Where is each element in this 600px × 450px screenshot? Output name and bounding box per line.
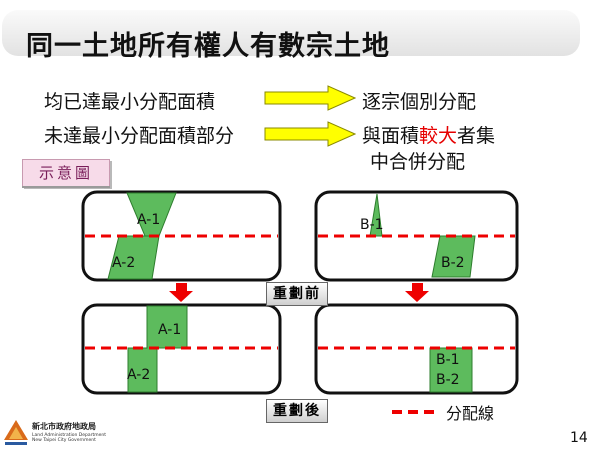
parcel-b1-label: B-1	[360, 217, 384, 233]
parcel-a1-label: A-1	[137, 212, 160, 228]
parcel-a2-label: A-2	[127, 367, 150, 383]
org-name: 新北市政府地政局	[32, 422, 96, 431]
government-logo-icon	[4, 420, 28, 445]
right-arrow-icon	[264, 121, 356, 147]
row2-condition: 未達最小分配面積部分	[44, 125, 235, 147]
down-arrow-icon	[405, 283, 429, 302]
page-number: 14	[570, 430, 588, 446]
emphasis-larger: 較大	[419, 125, 458, 147]
stage-after-label: 重劃後	[266, 399, 328, 423]
row2-result: 與面積較大者集	[362, 125, 496, 147]
down-arrow-icon	[169, 283, 193, 302]
title-bar: 同一土地所有權人有數宗土地	[2, 10, 580, 62]
parcel-b1-label: B-1	[436, 352, 460, 368]
parcel-b-merged-shape	[429, 347, 473, 393]
slide-title: 同一土地所有權人有數宗土地	[26, 31, 390, 62]
allocation-line-legend-icon	[392, 410, 438, 414]
row2-result-line2: 中合併分配	[370, 151, 466, 173]
parcel-b2-label: B-2	[441, 255, 465, 271]
diagram-tag: 示意圖	[22, 159, 110, 187]
legend-label: 分配線	[446, 404, 495, 423]
parcel-b2-label: B-2	[436, 372, 460, 388]
row1-result: 逐宗個別分配	[362, 91, 477, 113]
allocation-diagram: A-1 A-2 B-1 B-2 A-1 A-2 B-1 B-2	[81, 190, 519, 395]
parcel-a2-shape	[107, 235, 160, 280]
row1-condition: 均已達最小分配面積	[44, 91, 216, 113]
right-arrow-icon	[264, 85, 356, 111]
parcel-a1-label: A-1	[158, 322, 181, 338]
stage-before-label: 重劃前	[266, 282, 328, 306]
divider	[22, 186, 110, 188]
parcel-a2-label: A-2	[112, 255, 135, 271]
